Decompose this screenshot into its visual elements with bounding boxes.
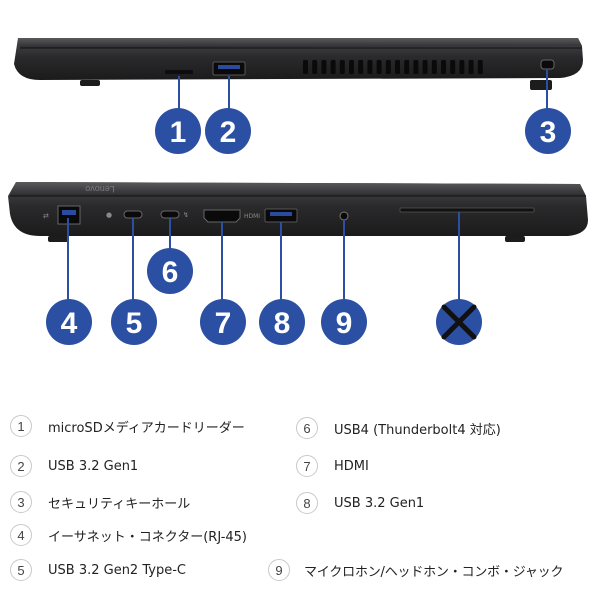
legend-item-2: 2 USB 3.2 Gen1 xyxy=(10,453,138,479)
callout-badge-6: 6 xyxy=(147,248,193,294)
vent-slot xyxy=(385,60,391,74)
legend-item-5: 5 USB 3.2 Gen2 Type-C xyxy=(10,557,186,583)
callout-badge-8: 8 xyxy=(259,299,305,345)
legend-label: USB 3.2 Gen1 xyxy=(48,458,139,474)
laptop-side-view-top xyxy=(14,38,583,90)
callout-badge-3: 3 xyxy=(525,108,571,154)
legend-label: セキュリティキーホール xyxy=(48,496,191,512)
svg-text:↯: ↯ xyxy=(183,211,189,219)
legend-number: 6 xyxy=(296,417,318,439)
vent-slot xyxy=(395,60,400,74)
callout-badge-1: 1 xyxy=(155,108,201,154)
vent-slot xyxy=(450,60,456,74)
vent-slot xyxy=(422,60,428,74)
legend-item-1: 1 microSDメディアカードリーダー xyxy=(10,413,245,439)
legend-item-3: 3 セキュリティキーホール xyxy=(10,489,190,515)
legend-label: マイクロホン/ヘッドホン・コンボ・ジャック xyxy=(304,564,564,580)
vent-slot xyxy=(321,60,327,74)
svg-text:1: 1 xyxy=(170,116,187,149)
crossed-circle-icon xyxy=(436,299,482,345)
microsd-slot xyxy=(165,70,193,74)
vent-slot xyxy=(441,60,446,74)
svg-text:●: ● xyxy=(106,211,112,219)
legend-label: USB4 (Thunderbolt4 対応) xyxy=(334,422,501,438)
svg-text:9: 9 xyxy=(336,307,353,340)
legend-label: USB 3.2 Gen2 Type-C xyxy=(48,562,186,578)
vent-slot xyxy=(404,60,410,74)
legend-item-4: 4 イーサネット・コネクター(RJ-45) xyxy=(10,522,247,548)
svg-text:4: 4 xyxy=(61,307,78,340)
legend-label: microSDメディアカードリーダー xyxy=(48,420,245,436)
legend-number: 9 xyxy=(268,559,290,581)
callout-badge-2: 2 xyxy=(205,108,251,154)
legend-item-6: 6 USB4 (Thunderbolt4 対応) xyxy=(296,415,501,441)
svg-text:6: 6 xyxy=(162,256,179,289)
legend-number: 3 xyxy=(10,491,32,513)
usb-c-port xyxy=(123,210,143,219)
vent-grill xyxy=(303,60,483,74)
legend-label: USB 3.2 Gen1 xyxy=(334,495,425,511)
vent-slot xyxy=(367,60,373,74)
legend-number: 8 xyxy=(296,492,318,514)
vent-slot xyxy=(339,60,345,74)
callout-badge-9: 9 xyxy=(321,299,367,345)
vent-slot xyxy=(459,60,465,74)
legend-item-8: 8 USB 3.2 Gen1 xyxy=(296,490,424,516)
lenovo-logo: Lenovo xyxy=(85,184,115,194)
laptop-side-view-bottom: Lenovo ⇄ ● ↯ HDMI xyxy=(8,182,588,242)
usb4-port xyxy=(160,210,180,219)
callout-badge-4: 4 xyxy=(46,299,92,345)
vent-slot xyxy=(358,60,364,74)
legend-label: HDMI xyxy=(334,458,369,474)
vent-slot xyxy=(312,60,318,74)
vent-slot xyxy=(413,60,419,74)
vent-slot xyxy=(468,60,474,74)
vent-slot xyxy=(303,60,308,74)
card-slot xyxy=(399,207,535,213)
vent-slot xyxy=(477,60,483,74)
svg-text:7: 7 xyxy=(215,307,232,340)
legend-item-7: 7 HDMI xyxy=(296,453,369,479)
legend-number: 1 xyxy=(10,415,32,437)
callout-badge-7: 7 xyxy=(200,299,246,345)
legend-number: 2 xyxy=(10,455,32,477)
vent-slot xyxy=(431,60,437,74)
vent-slot xyxy=(376,60,382,74)
svg-text:2: 2 xyxy=(220,116,237,149)
svg-text:3: 3 xyxy=(540,116,557,149)
vent-slot xyxy=(349,60,354,74)
legend-number: 4 xyxy=(10,524,32,546)
legend-label: イーサネット・コネクター(RJ-45) xyxy=(48,529,247,545)
svg-text:⇄: ⇄ xyxy=(43,212,49,220)
legend-number: 7 xyxy=(296,455,318,477)
legend-number: 5 xyxy=(10,559,32,581)
legend-item-9: 9 マイクロホン/ヘッドホン・コンボ・ジャック xyxy=(268,557,563,583)
audio-jack xyxy=(339,211,349,221)
svg-text:HDMI: HDMI xyxy=(244,213,260,220)
security-keyhole xyxy=(540,59,555,70)
svg-text:5: 5 xyxy=(126,307,143,340)
svg-text:8: 8 xyxy=(274,307,291,340)
hdmi-port xyxy=(203,209,241,223)
vent-slot xyxy=(330,60,336,74)
callout-badge-5: 5 xyxy=(111,299,157,345)
